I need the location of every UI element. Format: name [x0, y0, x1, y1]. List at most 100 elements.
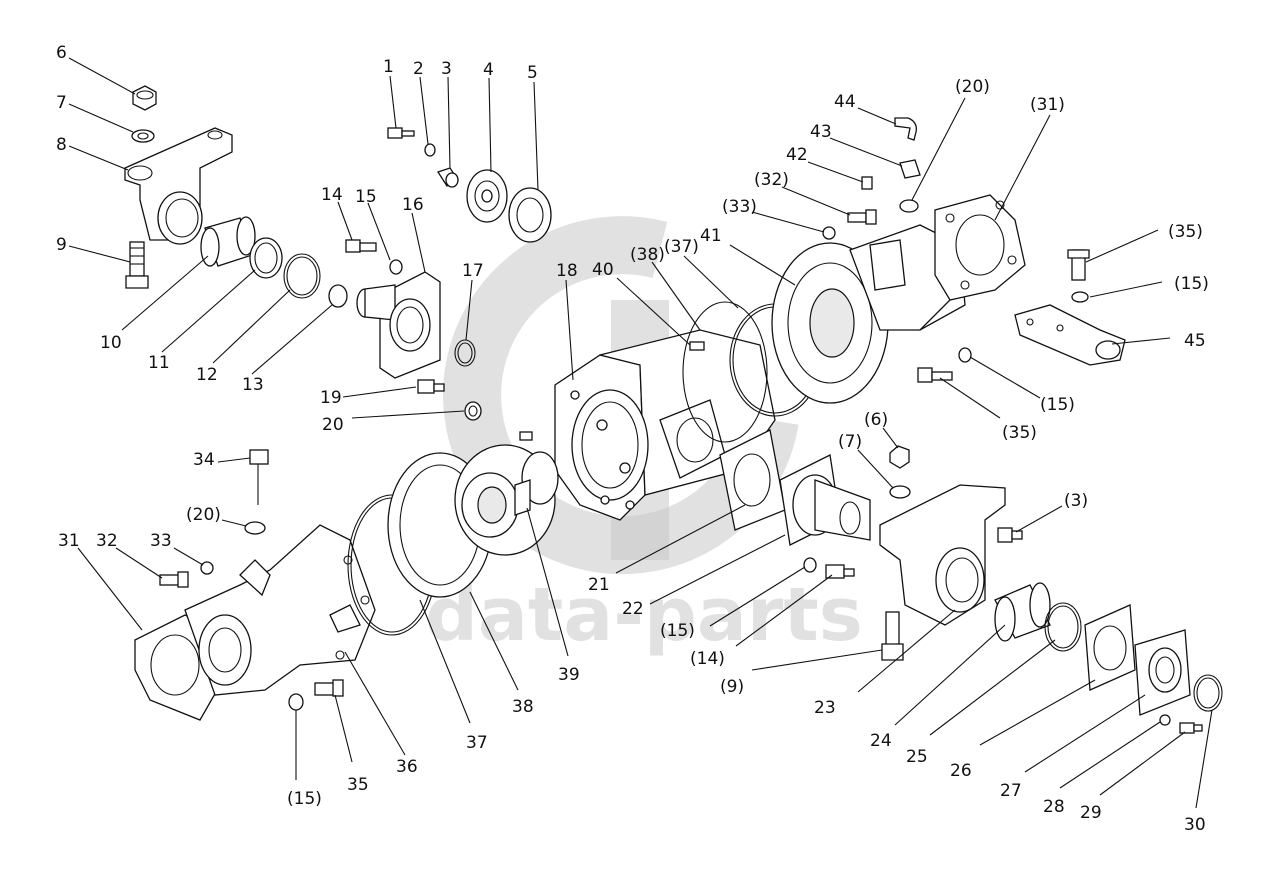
callout-31: 31 — [58, 531, 80, 551]
callout-6-ref: (6) — [864, 410, 888, 430]
part-20-washer-lower-left — [244, 521, 266, 535]
callout-3: 3 — [441, 59, 452, 79]
part-15-washer-bottom-left — [288, 693, 304, 711]
part-45-plate — [1014, 304, 1126, 366]
part-2-washer — [424, 143, 436, 157]
part-3-fitting-right — [997, 527, 1023, 543]
part-31-gasket-right — [934, 194, 1026, 301]
callout-15-ref-d: (15) — [287, 789, 322, 809]
callout-4: 4 — [483, 60, 494, 80]
part-6-nut — [132, 85, 157, 111]
part-pin-small — [519, 431, 533, 441]
part-26-gasket — [1084, 604, 1136, 691]
callout-45: 45 — [1184, 331, 1206, 351]
part-24-bushing — [994, 582, 1051, 642]
part-14-bolt — [345, 239, 377, 253]
callout-10: 10 — [100, 333, 122, 353]
callout-9: 9 — [56, 235, 67, 255]
part-34-dipstick — [249, 449, 269, 505]
part-32-bolt-lower-left — [159, 571, 189, 588]
callout-39: 39 — [558, 665, 580, 685]
callout-20-ref: (20) — [955, 77, 990, 97]
callout-30: 30 — [1184, 815, 1206, 835]
callout-43: 43 — [810, 122, 832, 142]
part-38-gasket-upper — [682, 301, 768, 443]
part-9-bolt-lower — [881, 611, 904, 661]
callout-14-ref: (14) — [690, 649, 725, 669]
part-15-washer-upper-right — [1071, 291, 1089, 303]
part-15-washer-mid-right — [958, 347, 972, 363]
part-1-bolt — [387, 127, 415, 139]
callout-3-ref: (3) — [1064, 491, 1088, 511]
part-14-bolt-lower-mid — [825, 564, 855, 579]
callout-6: 6 — [56, 43, 67, 63]
callout-34: 34 — [193, 450, 215, 470]
callout-41: 41 — [700, 226, 722, 246]
callout-7: 7 — [56, 93, 67, 113]
part-15-washer — [389, 259, 403, 275]
callout-15-ref-a: (15) — [1174, 274, 1209, 294]
callout-25: 25 — [906, 747, 928, 767]
callout-11: 11 — [148, 353, 170, 373]
part-20-washer — [464, 401, 482, 421]
part-29-bolt — [1179, 722, 1203, 734]
callout-13: 13 — [242, 375, 264, 395]
part-28-washer — [1159, 714, 1171, 726]
part-17-oring — [454, 339, 476, 367]
callout-8: 8 — [56, 135, 67, 155]
part-33-washer-lower-left — [200, 561, 214, 575]
callout-29: 29 — [1080, 803, 1102, 823]
part-33-washer-right — [822, 226, 836, 240]
part-3-breather — [437, 167, 459, 188]
callout-42: 42 — [786, 145, 808, 165]
part-8-steering-arm — [124, 127, 233, 245]
part-7-washer — [131, 129, 155, 143]
part-15-washer-lower-mid — [803, 557, 817, 573]
callout-35-ref-b: (35) — [1002, 423, 1037, 443]
callout-18: 18 — [556, 261, 578, 281]
callout-14: 14 — [321, 185, 343, 205]
part-19-plug — [417, 379, 445, 394]
part-40-dowel — [689, 341, 705, 351]
callout-labels: 6 7 8 9 10 11 12 13 1 2 3 4 5 14 15 16 1… — [56, 43, 1209, 835]
callout-31-ref: (31) — [1030, 95, 1065, 115]
callout-22: 22 — [622, 599, 644, 619]
part-43-fitting — [899, 159, 921, 179]
part-30-oring — [1193, 674, 1223, 712]
callout-36: 36 — [396, 757, 418, 777]
callout-27: 27 — [1000, 781, 1022, 801]
callout-44: 44 — [834, 92, 856, 112]
callout-38: 38 — [512, 697, 534, 717]
callout-20: 20 — [322, 415, 344, 435]
leader-lines — [68, 57, 1213, 809]
callout-12: 12 — [196, 365, 218, 385]
part-32-bolt-right — [847, 209, 877, 225]
part-6-nut-right — [889, 445, 910, 469]
callout-9-ref: (9) — [720, 677, 744, 697]
callout-37-ref: (37) — [664, 237, 699, 257]
part-20-washer-right — [899, 199, 919, 213]
callout-16: 16 — [402, 195, 424, 215]
callout-35: 35 — [347, 775, 369, 795]
part-25-oring — [1044, 602, 1082, 652]
part-12-oring — [283, 253, 321, 299]
callout-15-ref-b: (15) — [1040, 395, 1075, 415]
callout-1: 1 — [383, 57, 394, 77]
callout-38-ref: (38) — [630, 245, 665, 265]
part-23-knuckle — [879, 484, 1006, 626]
callout-20-ref-b: (20) — [186, 505, 221, 525]
part-16-flange-housing — [356, 271, 441, 379]
callout-26: 26 — [950, 761, 972, 781]
callout-23: 23 — [814, 698, 836, 718]
callout-19: 19 — [320, 388, 342, 408]
part-39-differential-gear — [454, 444, 559, 556]
callout-37: 37 — [466, 733, 488, 753]
part-7-washer-right — [889, 485, 911, 499]
callout-5: 5 — [527, 63, 538, 83]
part-9-bolt — [125, 241, 149, 289]
part-22-flange-shaft — [779, 454, 871, 546]
watermark-text: data-parts — [425, 572, 863, 658]
part-35-bolt-bottom-left — [314, 679, 344, 697]
part-44-breather-pipe — [894, 117, 917, 141]
